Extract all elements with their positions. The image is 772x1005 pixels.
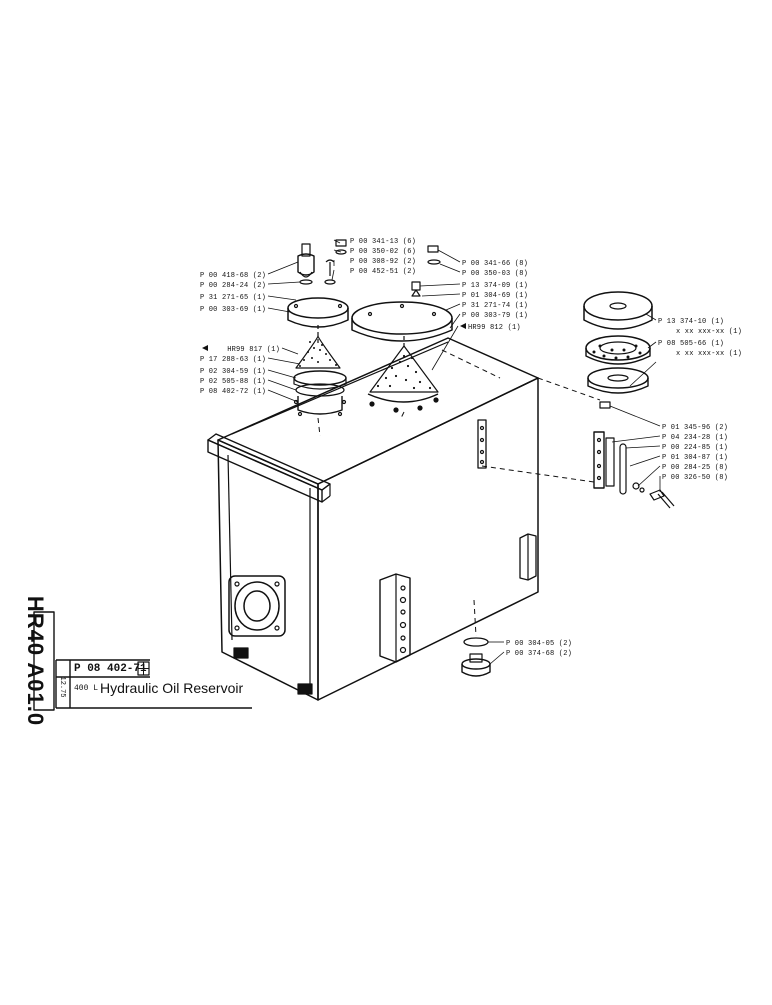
assembly-lines: [317, 349, 601, 637]
callout-label: P 17 288-63 (1): [200, 356, 266, 364]
callout-label: P 08 402-72 (1): [200, 388, 266, 396]
callout-label: x xx xxx-xx (1): [676, 328, 742, 336]
sight-glass-mount: [477, 419, 487, 469]
left-filter-assembly: [287, 243, 349, 417]
callout-label: P 00 224-85 (1): [662, 444, 728, 452]
arrow-icon: [202, 345, 208, 351]
callouts-left-top: P 00 418-68 (2) P 00 284-24 (2) P 31 271…: [200, 272, 266, 314]
callout-label: P 08 505-66 (1): [658, 340, 724, 348]
callout-label: P 00 284-25 (8): [662, 464, 728, 472]
sight-gauge-parts: [593, 431, 675, 509]
drawing-date: 12.75: [56, 667, 68, 707]
callouts-center-right: P 00 341-66 (8) P 00 350-03 (8) P 13 374…: [462, 260, 528, 332]
callouts-breather: P 13 374-10 (1) x xx xxx-xx (1) P 08 505…: [658, 318, 742, 358]
callouts-gauge: P 01 345-96 (2) P 04 234-28 (1) P 00 224…: [662, 424, 728, 482]
callouts-drain: P 00 304-05 (2) P 00 374-68 (2): [506, 640, 572, 658]
callout-label: P 00 341-66 (8): [462, 260, 528, 268]
callout-label: P 02 304-59 (1): [200, 368, 266, 376]
drawing-date-text: 12.75: [58, 676, 66, 698]
callout-label: P 00 350-03 (8): [462, 270, 528, 278]
reservoir-capacity: 400 L: [74, 684, 99, 693]
callouts-top-center: P 00 341-13 (6) P 00 350-02 (6) P 00 308…: [350, 238, 416, 276]
callout-label: P 02 505-88 (1): [200, 378, 266, 386]
callout-label: P 00 303-79 (1): [462, 312, 528, 320]
callout-label: P 00 350-02 (6): [350, 248, 416, 256]
callout-label: P 13 374-10 (1): [658, 318, 724, 326]
callout-label: P 00 304-05 (2): [506, 640, 572, 648]
callout-label: P 01 304-87 (1): [662, 454, 728, 462]
callouts-left-filter: HR99 817 (1) P 17 288-63 (1) P 02 304-59…: [200, 346, 280, 396]
leader-lines: [267, 239, 661, 665]
arrow-icon: [460, 323, 466, 329]
callout-label: HR99 812 (1): [468, 324, 521, 332]
callout-label: P 00 326-50 (8): [662, 474, 728, 482]
top-center-fasteners: [324, 239, 347, 285]
callout-label: P 13 374-09 (1): [462, 282, 528, 290]
side-flange-plate: [379, 573, 411, 663]
callout-label: P 00 284-24 (2): [200, 282, 266, 290]
callout-label: P 31 271-74 (1): [462, 302, 528, 310]
callout-label: P 00 303-69 (1): [200, 306, 266, 314]
title-block-frame: [33, 611, 252, 711]
callout-label: P 01 304-69 (1): [462, 292, 528, 300]
drawing-code: HR40 A01.0: [18, 596, 52, 726]
center-filter-assembly: [351, 245, 453, 413]
callout-label: P 00 341-13 (6): [350, 238, 416, 246]
drain-plug: [461, 637, 491, 677]
drawing-code-text: HR40 A01.0: [23, 595, 48, 727]
callout-label: P 00 308-92 (2): [350, 258, 416, 266]
callout-label: x xx xxx-xx (1): [676, 350, 742, 358]
drawing-title: Hydraulic Oil Reservoir: [100, 680, 244, 696]
mounting-flange: [207, 433, 331, 503]
breather-assembly: [583, 291, 653, 409]
callout-label: P 00 452-51 (2): [350, 268, 416, 276]
callout-label: P 31 271-65 (1): [200, 294, 266, 302]
callout-label: P 00 374-68 (2): [506, 650, 572, 658]
tank-feet: [233, 647, 313, 695]
side-small-plate: [519, 533, 537, 581]
callout-label: P 01 345-96 (2): [662, 424, 728, 432]
assembly-part-number: P 08 402-71: [74, 663, 147, 675]
callout-label: P 00 418-68 (2): [200, 272, 266, 280]
callout-label: P 04 234-28 (1): [662, 434, 728, 442]
callout-label: HR99 817 (1): [227, 346, 280, 354]
front-port-flange: [228, 575, 286, 637]
